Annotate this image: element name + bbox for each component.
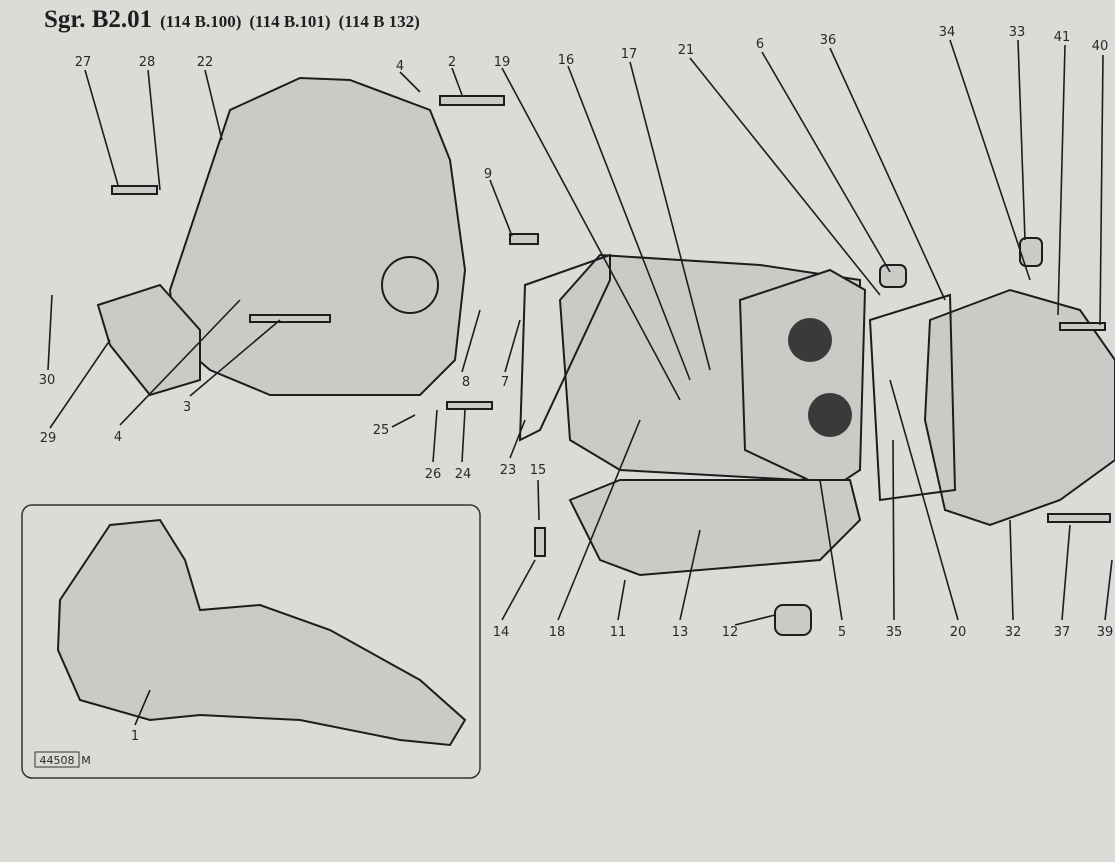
callout-22: 22 [197, 55, 214, 70]
callout-15: 15 [530, 463, 547, 478]
callout-34: 34 [939, 25, 956, 40]
figure-reference-suffix: M [81, 754, 91, 767]
callout-24: 24 [455, 467, 472, 482]
drain-plug [774, 604, 812, 636]
callout-28: 28 [139, 55, 156, 70]
oil-pan [568, 479, 862, 577]
callout-16: 16 [558, 53, 575, 68]
model-code-1: (114 B.100) [160, 12, 242, 31]
callout-40: 40 [1092, 39, 1109, 54]
callout-32: 32 [1005, 625, 1022, 640]
leader-lines [47, 39, 1113, 626]
callout-37: 37 [1054, 625, 1071, 640]
callout-29: 29 [40, 431, 57, 446]
bolt [249, 314, 331, 323]
screw [534, 527, 546, 557]
callout-21: 21 [678, 43, 695, 58]
callout-4b: 4 [114, 430, 122, 445]
model-code-3: (114 B 132) [338, 12, 420, 31]
callout-3: 3 [183, 400, 191, 415]
callout-41: 41 [1054, 30, 1071, 45]
callout-7: 7 [501, 375, 509, 390]
callout-36: 36 [820, 33, 837, 48]
figure-reference: 44508 [40, 754, 75, 767]
callout-11: 11 [610, 625, 627, 640]
stud [1059, 322, 1106, 331]
callout-17: 17 [621, 47, 638, 62]
callout-9: 9 [484, 167, 492, 182]
bolt [111, 185, 158, 195]
callout-18: 18 [549, 625, 566, 640]
callout-8: 8 [462, 375, 470, 390]
assembled-view-inset: 1 44508 M [21, 504, 481, 779]
callout-30: 30 [39, 373, 56, 388]
callout-23: 23 [500, 463, 517, 478]
callout-27: 27 [75, 55, 92, 70]
plug [879, 264, 907, 288]
callout-39: 39 [1097, 625, 1114, 640]
case-front-plate [738, 268, 867, 492]
clutch-bell-housing [168, 76, 467, 396]
stud [1047, 513, 1111, 523]
callout-35: 35 [886, 625, 903, 640]
callout-4: 4 [396, 59, 404, 74]
page-title: Sgr. B2.01 (114 B.100) (114 B.101) (114 … [44, 6, 420, 34]
model-code-2: (114 B.101) [249, 12, 331, 31]
callout-25: 25 [373, 423, 390, 438]
bearing-bore [808, 393, 852, 437]
group-code: Sgr. B2.01 [44, 6, 153, 33]
input-bore [381, 256, 439, 314]
bearing-bore [788, 318, 832, 362]
callout-19: 19 [494, 55, 511, 70]
assembled-gearbox [56, 518, 467, 747]
callout-2: 2 [448, 55, 456, 70]
gasket [518, 253, 611, 442]
callout-6: 6 [756, 37, 764, 52]
callout-33: 33 [1009, 25, 1026, 40]
callout-14: 14 [493, 625, 510, 640]
callout-13: 13 [672, 625, 689, 640]
callout-labels: 27 28 22 4 2 19 16 17 21 6 36 34 33 41 4… [39, 25, 1114, 640]
stud [446, 401, 493, 410]
callout-12: 12 [722, 625, 739, 640]
callout-26: 26 [425, 467, 442, 482]
callout-1: 1 [131, 729, 139, 744]
rear-extension-housing [923, 288, 1115, 527]
bolt [439, 95, 505, 106]
screw [509, 233, 539, 245]
rear-gasket [868, 293, 957, 502]
callout-5: 5 [838, 625, 846, 640]
callout-20: 20 [950, 625, 967, 640]
